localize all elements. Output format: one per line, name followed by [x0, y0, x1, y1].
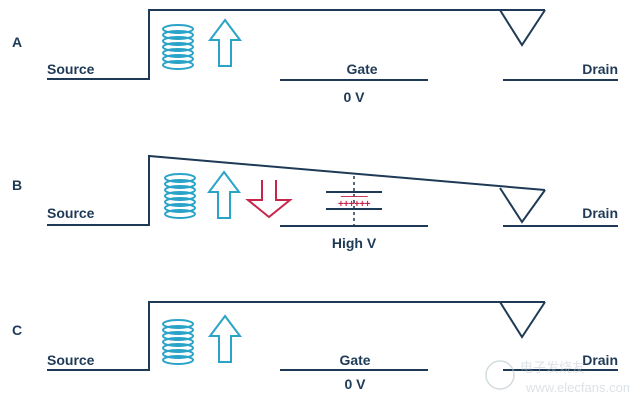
- gate-label: Gate: [339, 352, 370, 368]
- electron-coil-icon: [164, 173, 196, 219]
- up-arrow-icon: [208, 171, 240, 219]
- drain-well: [499, 301, 546, 339]
- panel-c: C Source Gate 0 V Drain: [12, 301, 618, 392]
- plus-charges: ++++++: [338, 199, 371, 210]
- watermark-logo-icon: [485, 360, 515, 390]
- drain-label: Drain: [582, 352, 618, 368]
- source-label: Source: [47, 352, 95, 368]
- capacitor-icon: –––––– ++++++: [326, 191, 382, 210]
- source-label: Source: [47, 205, 95, 221]
- source-label: Source: [47, 61, 95, 77]
- channel-barrier: [47, 301, 545, 371]
- drain-label: Drain: [582, 61, 618, 77]
- panel-a: A Source Gate 0 V Drain: [12, 9, 618, 105]
- panel-b: B Source High V Drain –––––– ++++++: [12, 154, 618, 251]
- gate-label: Gate: [346, 61, 377, 77]
- drain-label: Drain: [582, 205, 618, 221]
- watermark-url: www.elecfans.com: [525, 380, 630, 395]
- panel-label: C: [12, 322, 22, 338]
- up-arrow-icon: [209, 19, 241, 67]
- watermark-text: 电子发烧友: [520, 360, 585, 375]
- watermark: 电子发烧友 www.elecfans.com: [485, 360, 630, 395]
- electron-coil-icon: [162, 319, 194, 365]
- electron-coil-icon: [162, 24, 194, 70]
- down-arrow-icon: [245, 180, 293, 219]
- drain-well: [499, 187, 546, 224]
- channel-barrier: [47, 9, 545, 80]
- panel-label: B: [12, 177, 22, 193]
- drain-well: [499, 9, 546, 47]
- panel-label: A: [12, 34, 22, 50]
- up-arrow-icon: [209, 315, 241, 363]
- gate-voltage: 0 V: [344, 376, 366, 392]
- minus-charges: ––––––: [340, 191, 368, 201]
- channel-barrier: [47, 154, 546, 226]
- gate-voltage: 0 V: [343, 89, 365, 105]
- gate-voltage: High V: [332, 235, 377, 251]
